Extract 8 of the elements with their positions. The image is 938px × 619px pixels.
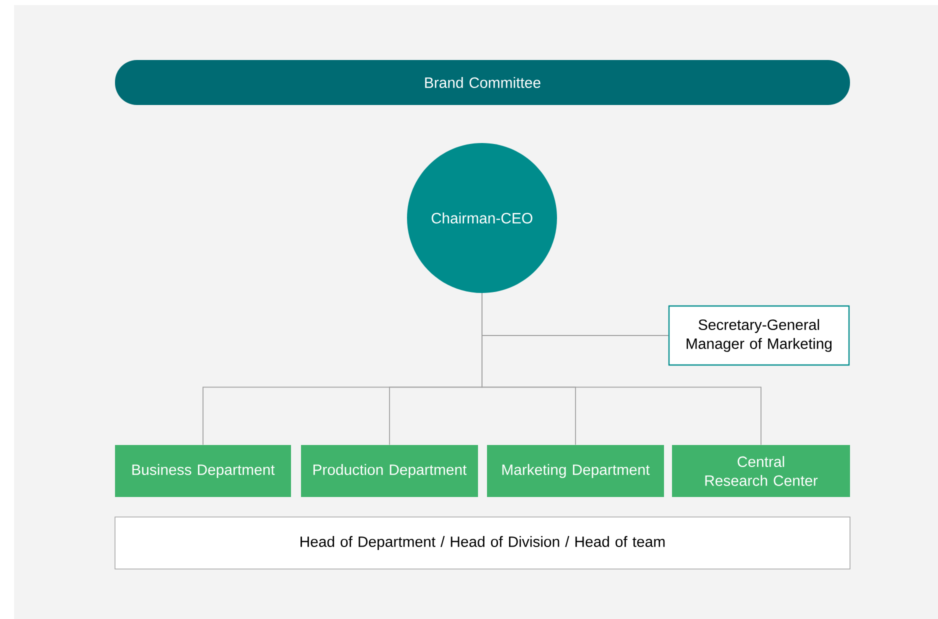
department-box: Business Department xyxy=(115,445,291,497)
staff-box: Head of Department / Head of Division / Head of team xyxy=(114,516,850,570)
department-box: Production Department xyxy=(301,445,478,497)
secretary-box: Secretary-General Manager of Marketing xyxy=(668,305,850,366)
connector-line xyxy=(482,292,762,446)
committee-bar: Brand Committee xyxy=(115,60,850,105)
department-box: Central Research Center xyxy=(672,445,850,497)
department-box: Marketing Department xyxy=(487,445,664,497)
